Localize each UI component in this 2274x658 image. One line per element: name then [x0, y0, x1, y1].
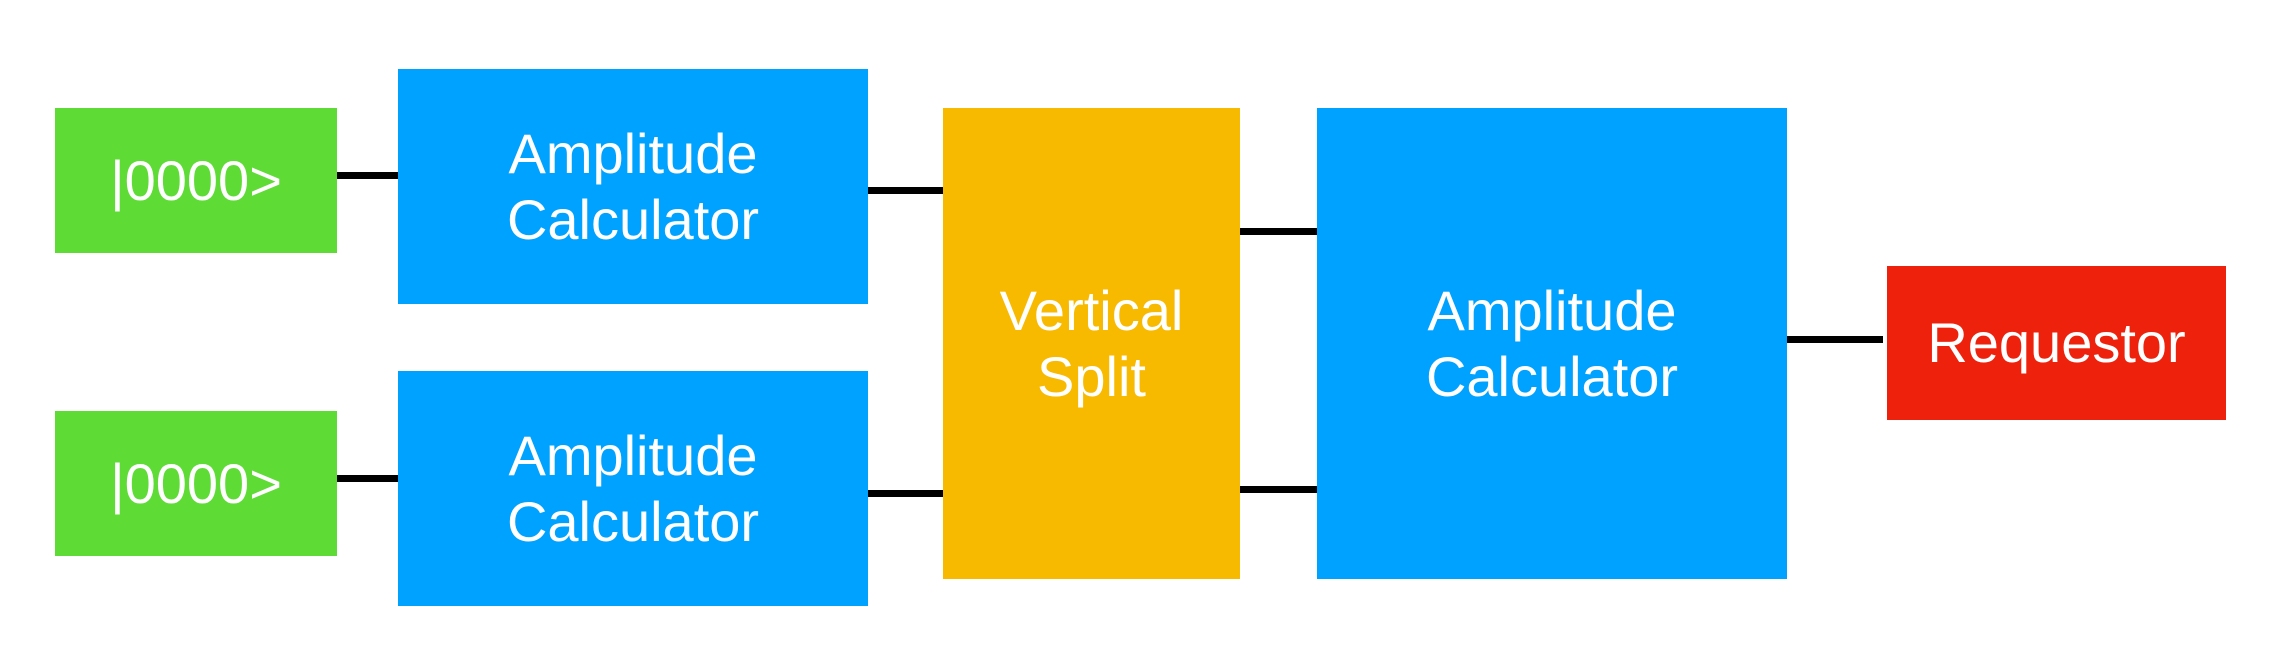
edge-split-to-amplitude-final-lower	[1240, 486, 1317, 493]
edge-split-to-amplitude-final-upper	[1240, 228, 1317, 235]
vertical-split-label: Vertical Split	[999, 278, 1184, 408]
amplitude-calculator-bottom-label: Amplitude Calculator	[506, 423, 760, 553]
input-state-top: |0000>	[55, 108, 337, 253]
requestor-label: Requestor	[1927, 311, 2186, 375]
amplitude-calculator-final-label: Amplitude Calculator	[1425, 278, 1679, 408]
edge-input-top-to-amplitude-top	[337, 172, 398, 179]
input-state-top-label: |0000>	[110, 148, 282, 212]
amplitude-calculator-top-label: Amplitude Calculator	[506, 121, 760, 251]
edge-amplitude-bottom-to-split	[868, 490, 943, 497]
amplitude-calculator-final: Amplitude Calculator	[1317, 108, 1787, 579]
amplitude-calculator-bottom: Amplitude Calculator	[398, 371, 868, 606]
input-state-bottom: |0000>	[55, 411, 337, 556]
edge-amplitude-final-to-requestor	[1787, 336, 1883, 343]
edge-input-bottom-to-amplitude-bottom	[337, 475, 398, 482]
input-state-bottom-label: |0000>	[110, 451, 282, 515]
vertical-split-block: Vertical Split	[943, 108, 1240, 579]
requestor-block: Requestor	[1887, 266, 2226, 420]
amplitude-calculator-top: Amplitude Calculator	[398, 69, 868, 304]
edge-amplitude-top-to-split	[868, 187, 943, 194]
